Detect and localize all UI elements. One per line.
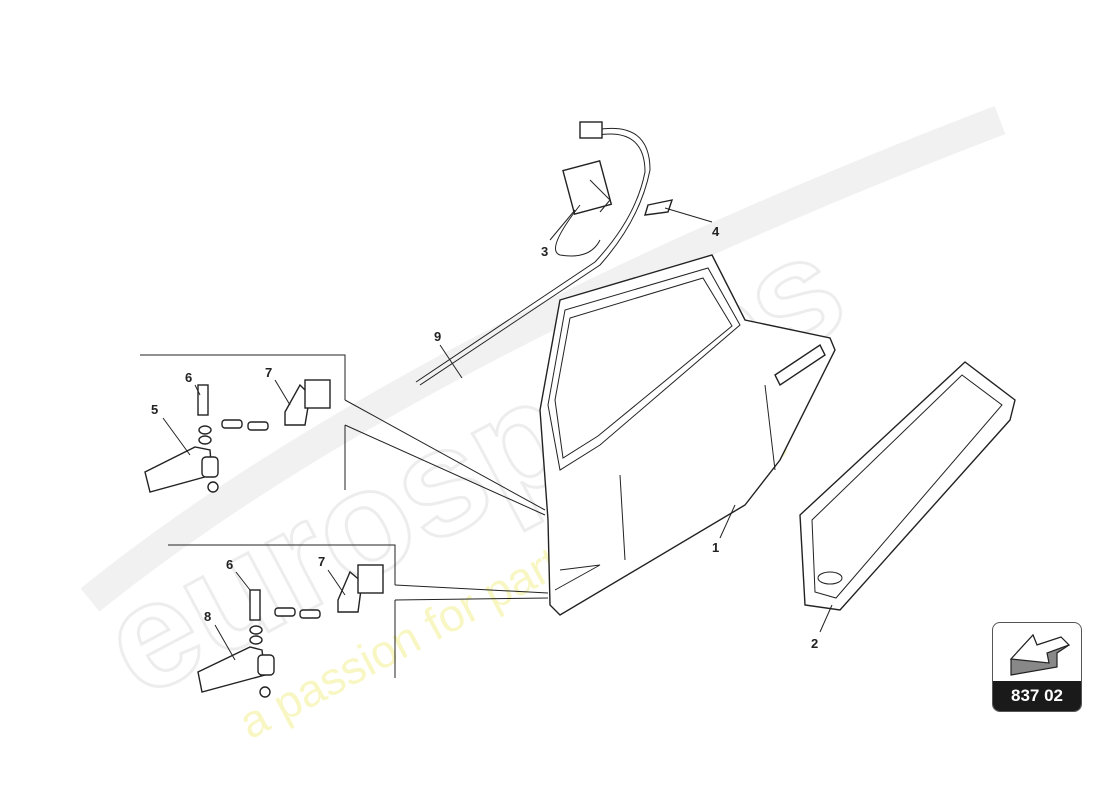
- lower-hinge[interactable]: [197, 564, 384, 698]
- upper-hinge-frame: [140, 354, 546, 516]
- callout-7: 7: [265, 365, 272, 380]
- leader-lines: [162, 207, 833, 661]
- page-number: 837 02: [993, 681, 1081, 711]
- arrow-left-3d-icon: [1009, 633, 1071, 676]
- callout-4: 4: [712, 224, 720, 239]
- callout-7-lower: 7: [318, 554, 325, 569]
- lower-hinge-frame: [168, 544, 549, 678]
- door[interactable]: [539, 254, 836, 616]
- callout-1: 1: [712, 540, 719, 555]
- callout-6-lower: 6: [226, 557, 233, 572]
- callout-3: 3: [541, 244, 548, 259]
- callout-5: 5: [151, 402, 158, 417]
- window-seal[interactable]: [799, 361, 1016, 611]
- upper-hinge[interactable]: [144, 379, 331, 493]
- page-reference-badge[interactable]: 837 02: [992, 622, 1082, 712]
- handle-switch[interactable]: [644, 199, 674, 216]
- callout-2: 2: [811, 636, 818, 651]
- callout-6: 6: [185, 370, 192, 385]
- callout-9: 9: [434, 329, 441, 344]
- callout-8: 8: [204, 609, 211, 624]
- watermark: eurospares a passion for parts since 198…: [75, 105, 1006, 749]
- lock-mechanism[interactable]: [415, 121, 651, 386]
